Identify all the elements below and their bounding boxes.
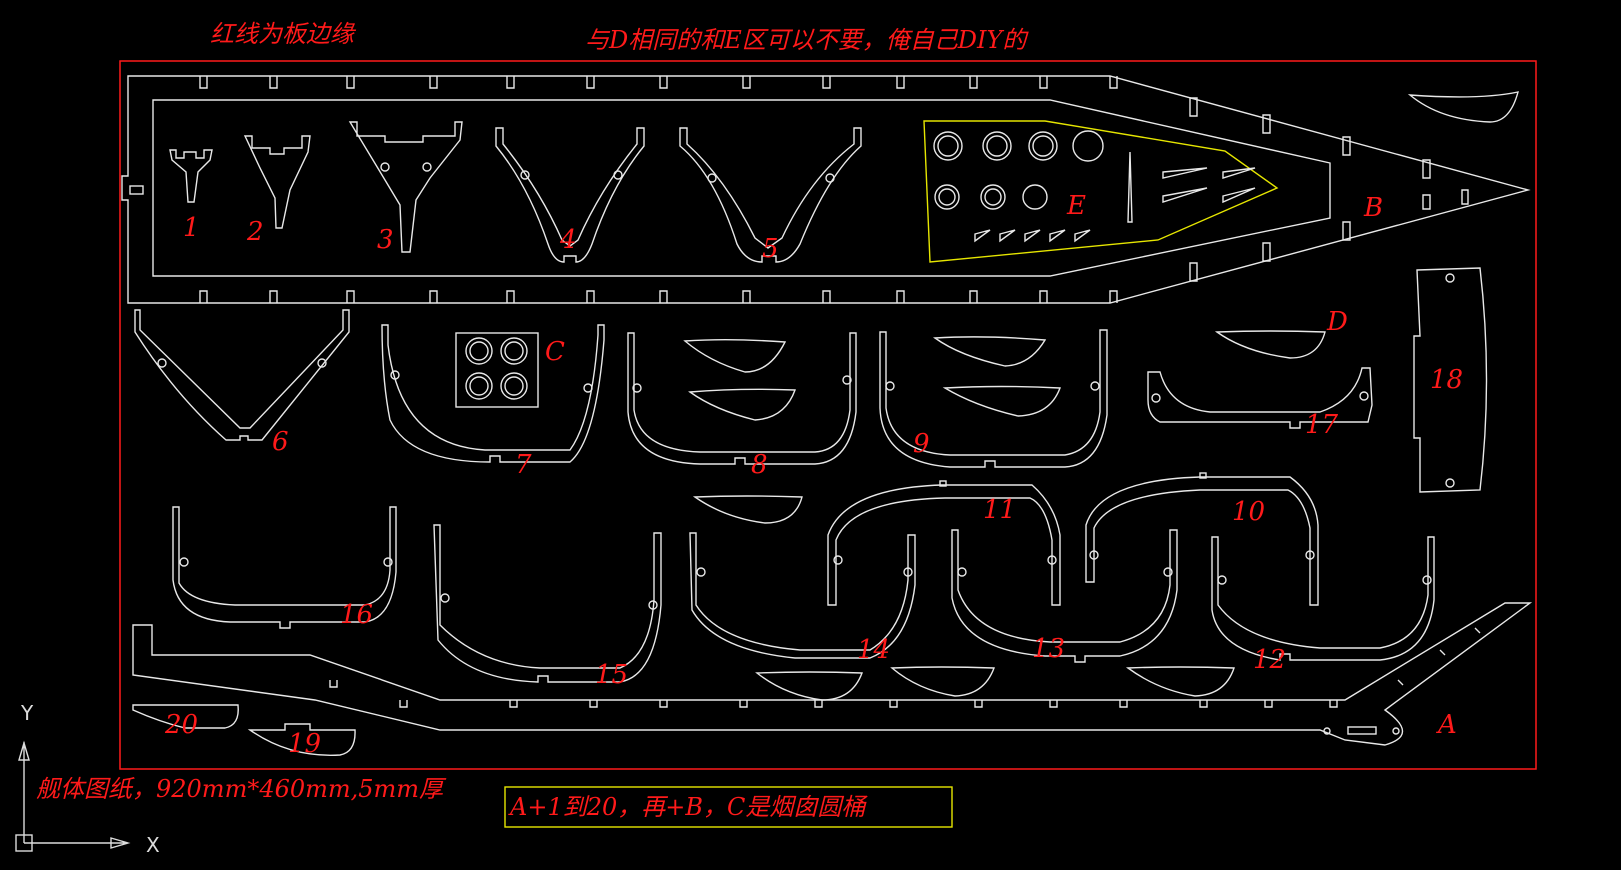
note-assembly: A+1到20，再+B，C是烟囱圆桶 — [508, 793, 868, 821]
label-3: 3 — [377, 225, 394, 255]
part-b-hull-plate — [121, 75, 1531, 304]
part-20 — [132, 704, 239, 729]
part-8 — [627, 332, 857, 465]
label-a: A — [1436, 710, 1457, 740]
label-14: 14 — [857, 635, 890, 665]
part-5 — [679, 127, 862, 263]
part-11 — [827, 480, 1061, 606]
part-c-chimney-plate — [455, 332, 539, 408]
label-12: 12 — [1253, 645, 1286, 675]
part-2 — [243, 135, 311, 229]
fin-top-right — [1407, 91, 1519, 123]
label-1: 1 — [183, 213, 200, 243]
ucs-x-label: X — [146, 833, 160, 857]
part-a-keel — [132, 602, 1533, 746]
label-4: 4 — [559, 225, 577, 255]
ucs-y-label: Y — [20, 701, 34, 725]
label-b: B — [1363, 193, 1383, 223]
fin-bottom-2 — [890, 666, 995, 697]
part-7 — [381, 324, 605, 463]
label-5: 5 — [762, 234, 779, 264]
ucs-icon: Y X — [15, 701, 160, 857]
label-15: 15 — [595, 660, 628, 690]
part-17 — [1147, 367, 1373, 429]
label-11: 11 — [983, 495, 1016, 525]
label-7: 7 — [515, 450, 532, 480]
fin-bottom-1 — [755, 671, 863, 701]
label-10: 10 — [1232, 497, 1265, 527]
note-spec: 舰体图纸，920mm*460mm,5mm厚 — [36, 775, 447, 803]
label-17: 17 — [1305, 410, 1339, 440]
label-8: 8 — [751, 450, 768, 480]
label-16: 16 — [340, 600, 373, 630]
part-3 — [348, 121, 463, 253]
label-20: 20 — [164, 710, 198, 740]
part-18 — [1413, 267, 1488, 493]
label-9: 9 — [913, 429, 930, 459]
fin-bottom-3 — [1125, 666, 1235, 697]
part-d-fin — [1214, 330, 1326, 359]
part-6 — [134, 309, 350, 441]
board-edge — [119, 60, 1537, 770]
part-19 — [247, 723, 356, 756]
note-board-edge: 红线为板边缘 — [210, 20, 357, 48]
part-14 — [689, 532, 916, 659]
part-4 — [495, 127, 645, 263]
label-d: D — [1326, 307, 1348, 337]
label-6: 6 — [272, 427, 289, 457]
e-zone-circles — [933, 130, 1104, 210]
part-13 — [951, 529, 1178, 663]
part-16 — [172, 506, 397, 629]
part-1 — [169, 149, 213, 203]
note-assembly-box — [504, 786, 953, 828]
label-c: C — [545, 337, 565, 367]
label-e: E — [1066, 191, 1086, 221]
label-2: 2 — [246, 217, 264, 247]
e-zone — [923, 120, 1279, 263]
part-12 — [1211, 536, 1435, 661]
part-labels: 1 2 3 4 5 6 7 8 9 10 11 12 13 14 15 16 1… — [164, 191, 1463, 759]
part-9 — [879, 329, 1108, 468]
label-13: 13 — [1032, 634, 1065, 664]
note-top: 与D相同的和E区可以不要，俺自己DIY的 — [585, 26, 1029, 54]
label-19: 19 — [288, 729, 321, 759]
part-10 — [1085, 472, 1319, 606]
fin-center — [692, 495, 803, 524]
part-15 — [433, 524, 662, 683]
label-18: 18 — [1430, 365, 1463, 395]
part-b-slots — [199, 76, 1469, 303]
